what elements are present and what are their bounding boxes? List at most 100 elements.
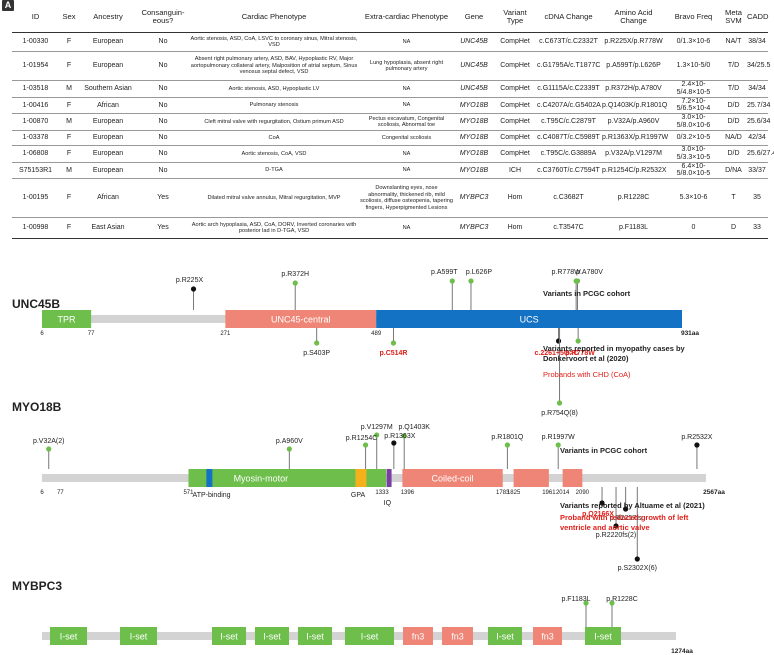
table-cell: 1-00870 [12,113,59,131]
table-cell: 33 [746,217,768,240]
table-cell: D-TGA [189,162,359,180]
table-cell: M [59,80,79,98]
domain-label: I-set [60,632,78,642]
table-cell: European [79,162,137,180]
domain-1 [225,310,377,328]
domain-label: fn3 [541,632,554,642]
variant-label: p.A780V [576,269,603,276]
tick-label: 1333 [375,490,389,496]
atp-binding-site [206,469,213,487]
table-cell: ICH [494,162,536,180]
domain-4 [298,627,332,645]
table-cell: CompHet [494,130,536,146]
column-header: Cardiac Phenotype [189,2,359,33]
variant-label: p.R372H [281,271,309,278]
table-cell: 3.0×10-5/3.3×10-5 [666,145,721,163]
tick-label: 1825 [507,490,521,496]
table-cell: MYO18B [454,113,494,131]
table-cell: CompHet [494,113,536,131]
table-cell: c.G1795A/c.T1877C [536,51,601,81]
table-cell: p.R372H/p.A780V [601,80,666,98]
domain-label: I-set [594,632,612,642]
table-cell: p.R1363X/p.R1997W [601,130,668,146]
table-cell: F [59,51,79,81]
variant-marker [362,442,369,448]
table-cell: 1-00195 [12,178,59,219]
table-cell: c.C4087T/c.C5989T [536,130,601,146]
table-cell: MYO18B [454,97,494,115]
table-cell: F [59,145,79,163]
panel-label: A [2,0,14,11]
variant-marker [504,442,510,448]
table-cell: MYO18B [454,162,494,180]
variant-marker [292,280,298,286]
table-cell: 1-00416 [12,97,59,115]
table-cell: 1-00998 [12,217,59,240]
table-cell: p.Q1403K/p.R1801Q [601,97,667,115]
column-header: CADD [746,2,769,33]
table-cell: Yes [137,217,189,240]
variant-marker [555,442,561,448]
table-cell: Congenital scoliosis [359,130,454,146]
table-cell: 5.3×10-6 [666,178,721,219]
table-cell: NA [359,97,454,115]
table-cell: 7.2×10-5/6.5×10-4 [666,97,721,115]
domain-label: fn3 [451,632,464,642]
variant-label: p.R1997W [542,434,575,441]
domain-0 [50,627,87,645]
domain-label: I-set [306,632,324,642]
variant-marker [634,556,640,562]
gene-title-myo18b: MYO18B [12,400,62,414]
domain-3 [562,469,583,487]
variant-label: p.R778W [552,269,582,276]
domain-0 [188,469,387,487]
variant-marker [599,500,605,506]
iq-motif [386,469,392,487]
legend-text: Variants reported by Altuame et al (2021… [560,501,705,510]
table-cell: European [79,51,137,81]
table-cell: No [137,162,189,180]
domain-label: TPR [58,315,77,325]
table-cell: UNC45B [454,80,494,98]
table-cell: 33/37 [746,162,768,180]
table-cell: African [79,97,137,115]
variant-marker [609,600,615,606]
table-cell: CompHet [494,145,536,163]
domain-label: UCS [520,315,539,325]
column-header: cDNA Change [536,2,601,33]
table-cell: Cleft mitral valve with regurgitation, O… [189,113,359,131]
table-cell: No [137,97,189,115]
variant-marker [286,446,292,452]
table-cell: European [79,130,137,146]
table-cell: c.C4207A/c.G5402A [536,97,601,115]
table-cell: Dilated mitral valve annulus, Mitral reg… [189,178,359,219]
domain-label: I-set [263,632,281,642]
variant-label: p.F1183L [561,596,590,603]
variant-marker [401,433,407,439]
table-cell: MYBPC3 [454,178,494,219]
domain-sublabel: ATP-binding [193,492,231,499]
table-cell: UNC45B [454,32,494,52]
column-header: Amino Acid Change [601,2,666,33]
tick-label: 2090 [576,490,590,496]
table-cell: T [721,178,746,219]
variant-label: p.R1801Q [491,434,523,441]
table-cell: T/D [721,80,746,98]
table-cell: 1.3×10-5/0 [666,51,721,81]
domain-sublabel: IQ [384,500,392,507]
legend-text-cont: ventricle and aortic valve [560,523,650,532]
table-cell: NA [359,32,454,52]
length-label: 1274aa [671,648,693,655]
variant-label: p.R225X [176,277,204,284]
variant-marker [623,506,629,512]
table-cell: No [137,80,189,98]
domain-label: I-set [130,632,148,642]
column-header: Ancestry [79,2,137,33]
table-cell: CompHet [494,32,536,52]
